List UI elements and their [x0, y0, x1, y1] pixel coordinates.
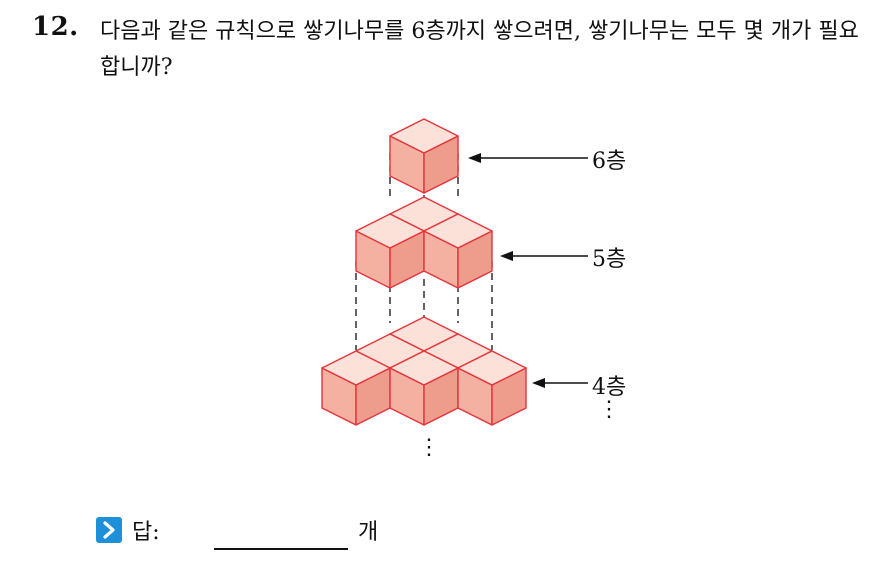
cube-stack-diagram: [321, 118, 588, 426]
cube-l4-front-right-top-face: [457, 350, 527, 386]
stack-continuation-dots: ⋮: [418, 435, 440, 460]
chevron-right-icon: [96, 517, 122, 543]
arrow-l4-head: [532, 378, 545, 388]
answer-unit: 개: [358, 520, 379, 545]
cube-l6-1-top-face: [389, 118, 459, 154]
question-number: 12.: [32, 12, 79, 42]
arrow-l5-head: [500, 251, 513, 261]
answer-label: 답:: [132, 520, 160, 545]
cube-l4-front-left-top-face: [321, 350, 391, 386]
stacked-cubes-figure: 6층 5층 4층 ⋮ ⋮: [300, 105, 700, 485]
cube-l5-right-top-face: [423, 213, 493, 249]
question-text: 다음과 같은 규칙으로 쌓기나무를 6층까지 쌓으려면, 쌓기나무는 모두 몇 …: [100, 19, 859, 80]
answer-blank[interactable]: [214, 548, 348, 550]
arrow-l6-head: [468, 153, 481, 163]
layer-label-6: 6층: [592, 149, 627, 174]
cube-l5-left-top-face: [355, 213, 425, 249]
layer-label-4: 4층: [592, 375, 627, 400]
layer-label-5: 5층: [592, 247, 627, 272]
cube-l4-front-mid-top-face: [389, 350, 459, 386]
label-continuation-dots: ⋮: [598, 397, 620, 422]
